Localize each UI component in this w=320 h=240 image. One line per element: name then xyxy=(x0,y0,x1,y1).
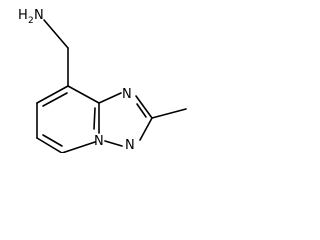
amine-subscript: 2 xyxy=(28,16,34,26)
bond-ch2-nh2 xyxy=(43,19,69,49)
amine-n-label: N xyxy=(34,8,44,23)
bond-c8-c8a xyxy=(67,85,100,104)
triazole-n-lower-label: N xyxy=(125,138,135,153)
amine-h-label: H xyxy=(18,8,28,23)
bond-c8a-n1 xyxy=(98,92,122,104)
bond-n3-n4 xyxy=(104,140,123,147)
bond-c8-c7 xyxy=(36,85,69,104)
structure-canvas: H 2 N N N N xyxy=(0,0,198,153)
bond-c8a-c8-inner xyxy=(93,107,96,130)
bond-c6-c5 xyxy=(36,137,63,153)
triazole-n-upper-label: N xyxy=(122,87,132,102)
molecule-structure: H 2 N N N N xyxy=(18,8,187,153)
bond-c5-n4 xyxy=(61,141,96,153)
bond-c2-n3 xyxy=(139,117,153,141)
bond-c6-c5-inner xyxy=(42,134,63,147)
bridgehead-n-label: N xyxy=(94,134,104,149)
bond-c2-methyl xyxy=(151,108,187,119)
bond-c8-c7-inner xyxy=(42,92,68,107)
bond-n1-c2 xyxy=(135,95,153,119)
bond-n1-c2-inner xyxy=(136,103,147,118)
